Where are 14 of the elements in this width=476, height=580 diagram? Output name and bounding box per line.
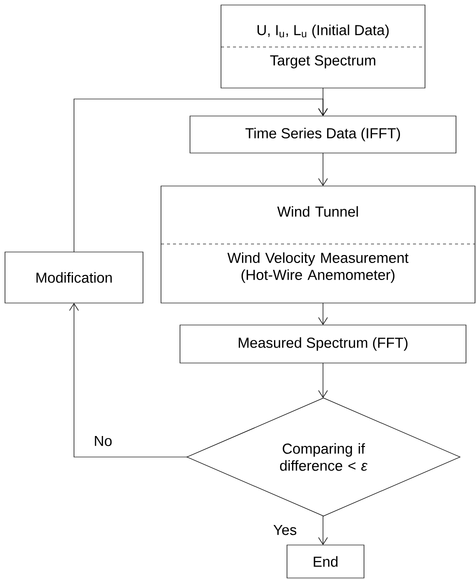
edge-label: Yes <box>272 524 298 536</box>
arrow <box>74 98 328 252</box>
edge-label: No <box>92 434 114 448</box>
arrow <box>69 303 188 458</box>
arrow <box>318 302 328 325</box>
process-box: End <box>286 544 364 578</box>
process-box: Time Series Data (IFFT) <box>190 116 456 154</box>
arrow <box>318 152 328 186</box>
process-box: Wind Tunnel Wind Velocity Measurement (Hot-Wire Anemometer) <box>160 186 476 304</box>
arrow <box>318 362 328 398</box>
process-box: Measured Spectrum (FFT) <box>180 324 466 364</box>
process-box: Modification <box>4 252 144 304</box>
arrow <box>318 516 328 545</box>
process-box: U, I$_{u}$, L$_{u}$ (Initial Data) Target Spectrum <box>220 4 426 88</box>
